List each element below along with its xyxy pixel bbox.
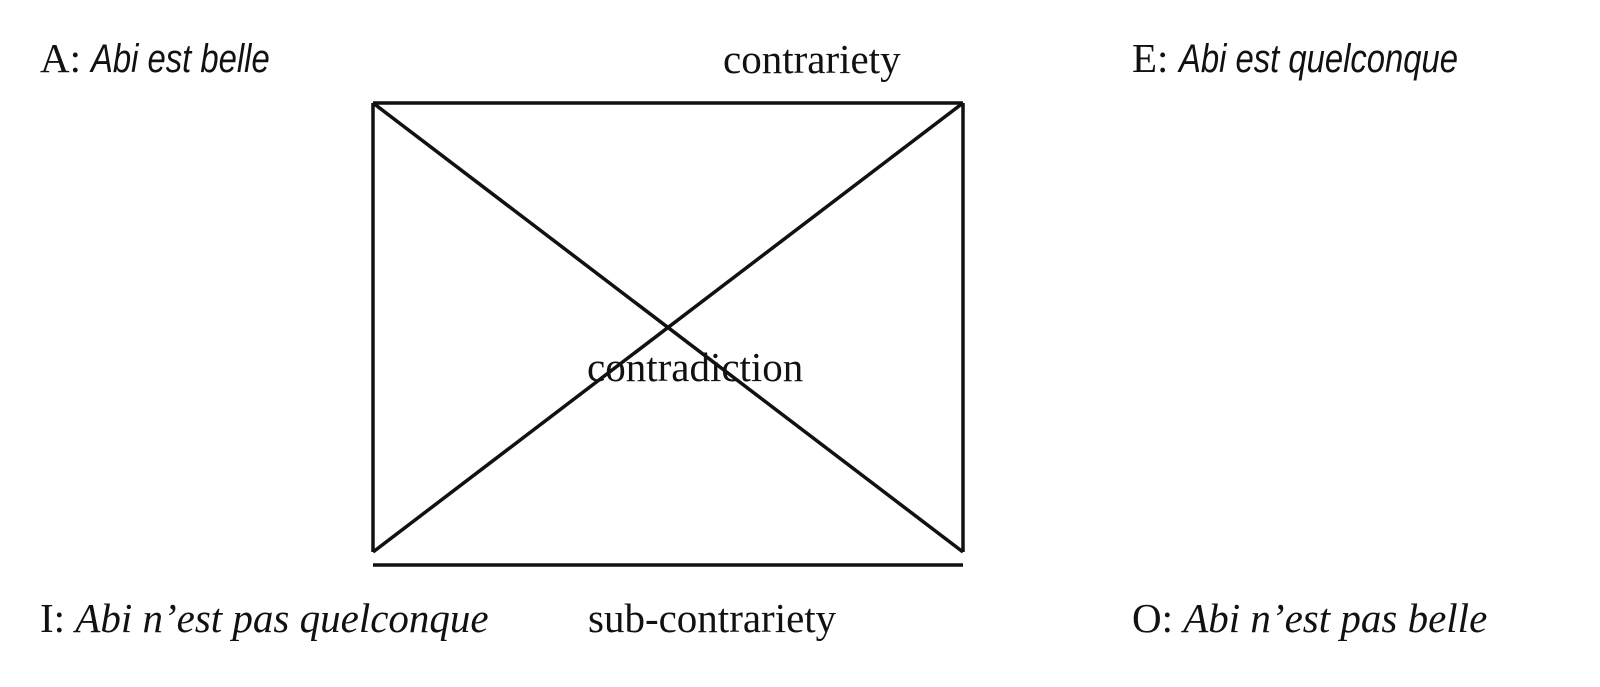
contrariety-label: contrariety	[723, 36, 901, 82]
corner-e-letter: E:	[1132, 35, 1169, 81]
corner-e: E: Abi est quelconque	[1132, 35, 1519, 81]
corner-o-letter: O:	[1132, 595, 1173, 641]
corner-i-letter: I:	[40, 595, 66, 641]
corner-a-proposition: Abi est belle	[91, 37, 270, 81]
corner-i-proposition: Abi n’est pas quelconque	[75, 595, 489, 641]
sub-contrariety-label: sub-contrariety	[588, 595, 837, 641]
corner-o: O: Abi n’est pas belle	[1132, 598, 1487, 639]
corner-e-proposition: Abi est quelconque	[1178, 37, 1458, 81]
contradiction-diagonal-e-i	[371, 101, 965, 554]
corner-a-letter: A:	[40, 35, 81, 81]
corner-i: I: Abi n’est pas quelconque	[40, 598, 489, 639]
corner-a: A: Abi est belle	[40, 35, 309, 81]
corner-o-proposition: Abi n’est pas belle	[1183, 595, 1488, 641]
contradiction-label: contradiction	[587, 344, 804, 390]
